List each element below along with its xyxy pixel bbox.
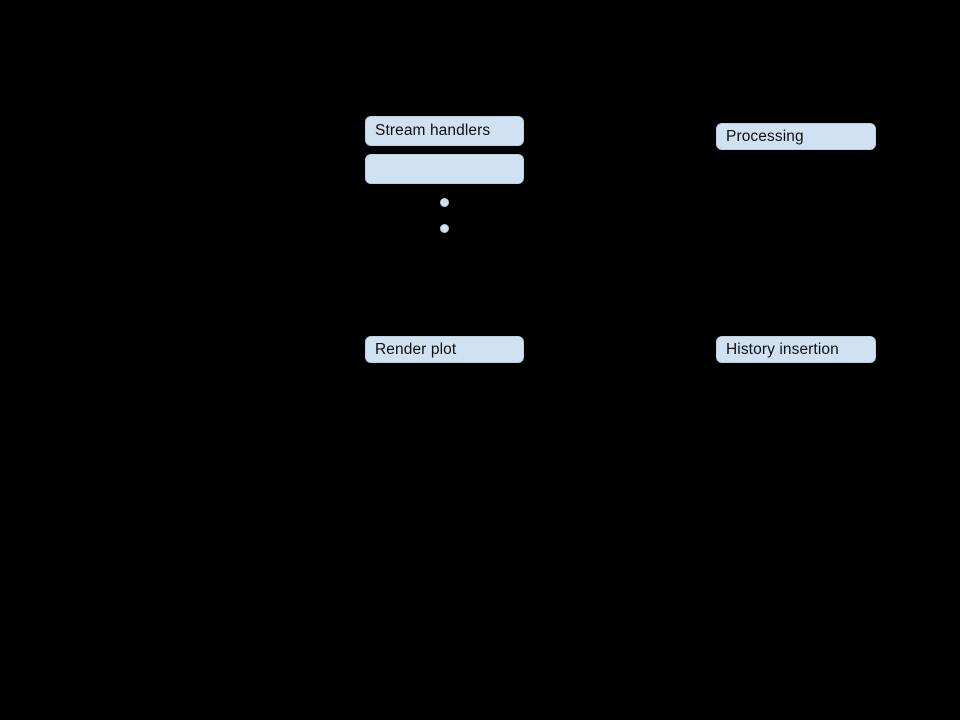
node-processing-label: Processing [726, 127, 804, 145]
node-history-insertion[interactable]: History insertion [716, 336, 876, 363]
vertical-ellipsis-dot-icon [439, 223, 449, 233]
node-stream-handler-blank[interactable] [365, 154, 524, 184]
vertical-ellipsis-dot-icon [439, 197, 449, 207]
node-stream-handlers[interactable]: Stream handlers [365, 116, 524, 146]
node-history-insertion-label: History insertion [726, 340, 839, 358]
node-processing[interactable]: Processing [716, 123, 876, 150]
node-render-plot[interactable]: Render plot [365, 336, 524, 363]
node-stream-handlers-label: Stream handlers [375, 122, 491, 140]
node-render-plot-label: Render plot [375, 340, 457, 358]
